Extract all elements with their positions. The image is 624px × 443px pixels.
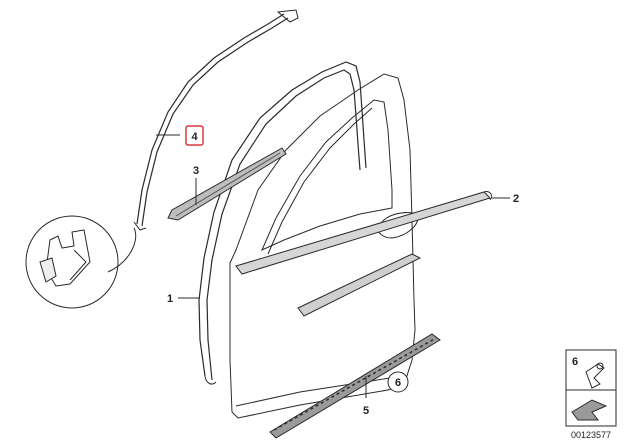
reference-number: 00123577 (571, 430, 611, 440)
sill-strip (269, 333, 441, 439)
callout-2: 2 (513, 193, 519, 205)
callout-3: 3 (193, 165, 199, 177)
callout-4: 4 (191, 131, 198, 143)
pillar-strip (133, 9, 299, 231)
legend-item-number: 6 (572, 356, 578, 368)
short-strip (167, 147, 287, 221)
upper-moulding (235, 191, 493, 275)
callout-6: 6 (395, 377, 401, 389)
callout-6-circle (387, 371, 409, 393)
door-seal (198, 61, 367, 385)
detail-magnifier (25, 215, 137, 309)
legend-box: 6 (565, 349, 617, 427)
arrow-icon (571, 399, 608, 421)
side-moulding (297, 253, 422, 317)
callout-5: 5 (363, 405, 369, 417)
highlight-box (185, 125, 204, 146)
callout-1: 1 (167, 293, 173, 305)
callout-leaders (156, 134, 510, 398)
callout-labels: 4 3 2 1 5 6 (167, 125, 519, 417)
